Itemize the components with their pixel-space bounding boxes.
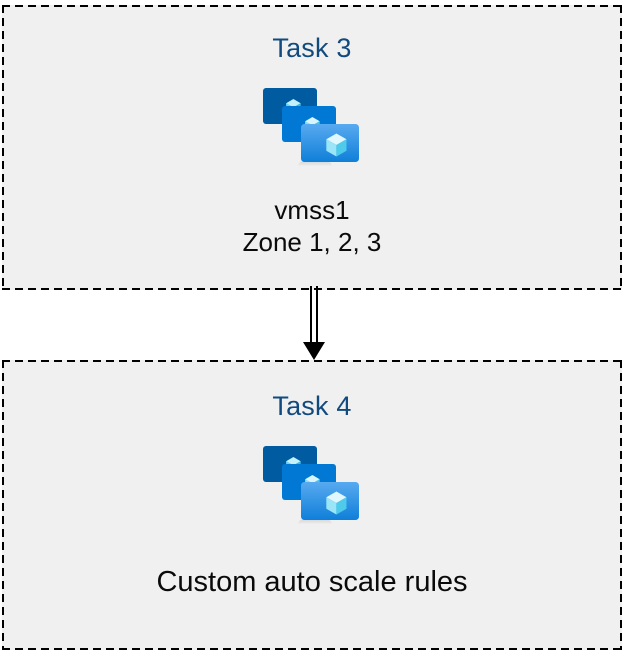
task-caption: vmss1 Zone 1, 2, 3 <box>243 194 382 258</box>
task-caption: Custom auto scale rules <box>156 566 467 598</box>
caption-line: vmss1 <box>274 195 350 225</box>
vm-scale-set-icon <box>257 80 367 180</box>
task-box-task3[interactable]: Task 3 <box>2 5 622 290</box>
vm-scale-set-icon <box>257 438 367 538</box>
task-title: Task 3 <box>272 33 352 63</box>
task-title: Task 4 <box>272 391 352 421</box>
caption-line: Custom auto scale rules <box>156 566 468 598</box>
caption-line: Zone 1, 2, 3 <box>242 227 382 257</box>
double-line-arrow-icon <box>296 286 332 364</box>
task-box-task4[interactable]: Task 4 <box>2 360 622 650</box>
